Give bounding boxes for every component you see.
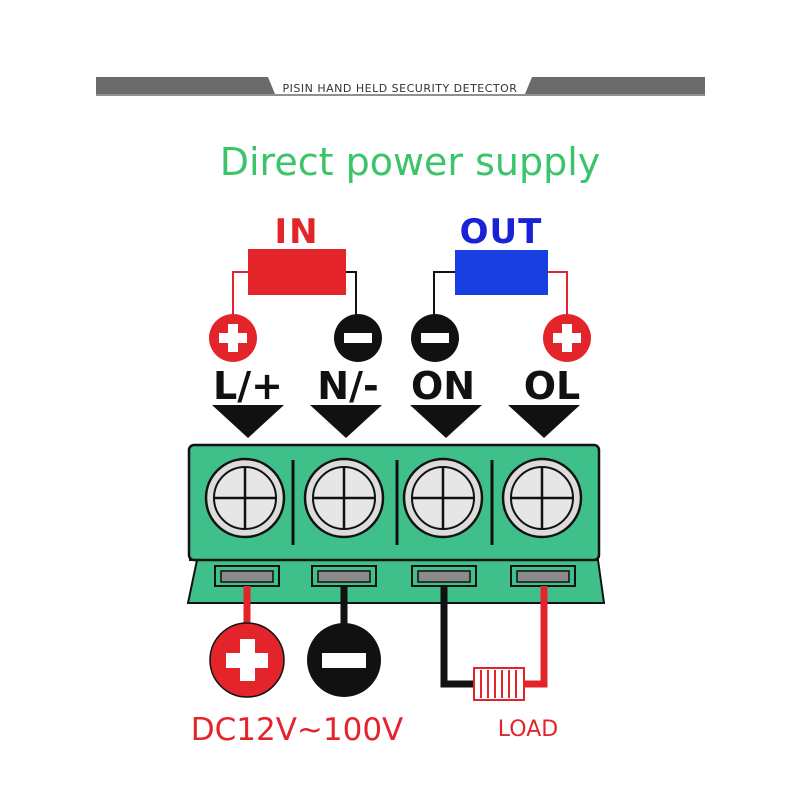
page-title: Direct power supply [220,140,601,184]
in-positive-wire [232,271,248,318]
wire-slot [411,565,477,587]
wire-slot [311,565,377,587]
plus-circle-icon [209,314,257,362]
down-arrow-icon [410,405,482,438]
out-negative-wire [433,271,455,318]
in-negative-wire [346,271,357,318]
supply-voltage-label: DC12V~100V [191,712,404,748]
wire-slot [510,565,576,587]
out-positive-wire [548,271,568,318]
screw-icon [402,457,484,539]
load-positive-wire [520,586,548,688]
out-label: OUT [460,212,543,252]
minus-circle-icon [334,314,382,362]
wire-slot [214,565,280,587]
down-arrow-icon [508,405,580,438]
plus-circle-icon [543,314,591,362]
header-banner: PISIN HAND HELD SECURITY DETECTOR [96,77,705,96]
terminal-label-n: N/- [317,364,378,408]
terminal-label-ol: OL [524,364,581,408]
minus-circle-icon [307,623,381,697]
terminal-label-l: L/+ [213,364,283,408]
screw-icon [501,457,583,539]
in-box [248,249,346,295]
plus-circle-icon [209,622,285,698]
down-arrow-icon [212,405,284,438]
minus-circle-icon [411,314,459,362]
out-box [455,250,548,295]
load-coil-icon [473,667,525,701]
terminal-block [186,443,606,604]
terminal-label-on: ON [411,364,475,408]
screw-icon [204,457,286,539]
load-negative-wire [440,586,478,688]
in-label: IN [274,212,319,252]
screw-icon [303,457,385,539]
load-label: LOAD [498,717,558,742]
banner-title: PISIN HAND HELD SECURITY DETECTOR [283,82,518,95]
down-arrow-icon [310,405,382,438]
